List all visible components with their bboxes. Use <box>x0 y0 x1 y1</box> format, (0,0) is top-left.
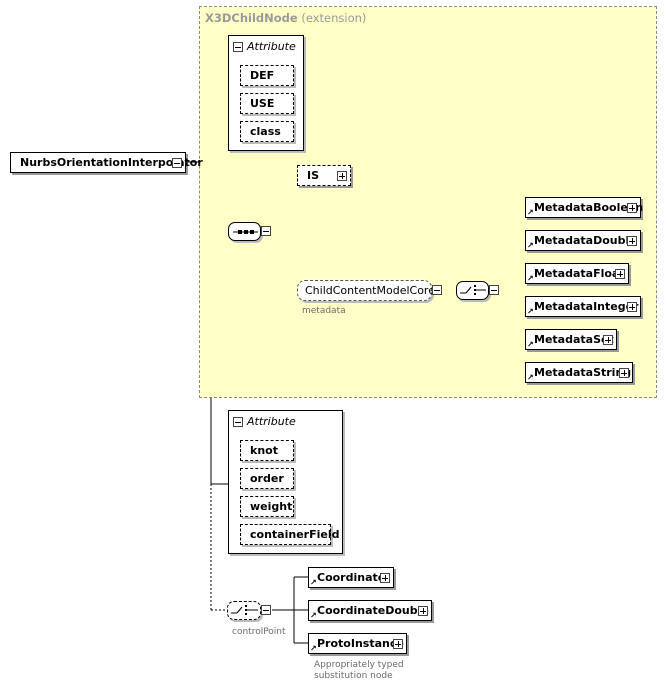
metadata-sublabel: metadata <box>302 306 346 316</box>
coordinate-element[interactable]: Coordinate ↗ <box>308 567 394 588</box>
attribute-group-header: Attribute <box>247 40 296 53</box>
element-label: MetadataString <box>534 366 632 379</box>
attribute-label: DEF <box>250 69 275 82</box>
attribute-class[interactable]: class <box>240 121 294 142</box>
choice-compositor <box>456 281 489 300</box>
attribute-label: USE <box>250 97 275 110</box>
extension-base-label: X3DChildNode <box>205 11 298 25</box>
element-label: ProtoInstance <box>317 637 404 650</box>
metadata-double-element[interactable]: MetadataDouble ↗ <box>525 230 641 251</box>
metadata-float-element[interactable]: MetadataFloat ↗ <box>525 263 629 284</box>
reference-arrow-icon: ↗ <box>527 208 534 217</box>
reference-arrow-icon: ↗ <box>527 241 534 250</box>
expand-icon[interactable] <box>603 335 613 345</box>
collapse-icon[interactable] <box>261 226 271 236</box>
expand-icon[interactable] <box>380 573 390 583</box>
element-label: MetadataInteger <box>534 300 639 313</box>
element-label: CoordinateDouble <box>317 604 429 617</box>
reference-arrow-icon: ↗ <box>310 644 317 653</box>
reference-arrow-icon: ↗ <box>527 340 534 349</box>
collapse-icon[interactable] <box>233 417 243 427</box>
extension-title: X3DChildNode (extension) <box>205 11 366 25</box>
reference-arrow-icon: ↗ <box>310 611 317 620</box>
expand-icon[interactable] <box>619 368 629 378</box>
attribute-group-header: Attribute <box>247 415 296 428</box>
collapse-icon[interactable] <box>489 285 499 295</box>
attribute-use[interactable]: USE <box>240 93 294 114</box>
is-element-label: IS <box>307 169 320 182</box>
proto-instance-element[interactable]: ProtoInstance ↗ <box>308 633 407 654</box>
collapse-icon[interactable] <box>432 285 442 295</box>
element-label: MetadataSet <box>534 333 614 346</box>
expand-icon[interactable] <box>418 606 428 616</box>
element-label: MetadataBoolean <box>534 201 644 214</box>
collapse-icon[interactable] <box>233 42 243 52</box>
expand-icon[interactable] <box>615 269 625 279</box>
sequence-icon <box>233 230 258 234</box>
control-point-label: controlPoint <box>232 627 286 637</box>
group-label: ChildContentModelCore <box>305 284 435 297</box>
element-label: Coordinate <box>317 571 386 584</box>
attribute-label: order <box>250 472 284 485</box>
attribute-label: weight <box>250 500 293 513</box>
root-element[interactable]: NurbsOrientationInterpolator <box>10 152 203 173</box>
attribute-label: containerField <box>250 528 340 541</box>
extension-kind-label: (extension) <box>301 11 367 25</box>
metadata-set-element[interactable]: MetadataSet ↗ <box>525 329 617 350</box>
reference-arrow-icon: ↗ <box>310 578 317 587</box>
coordinate-double-element[interactable]: CoordinateDouble ↗ <box>308 600 432 621</box>
reference-arrow-icon: ↗ <box>527 373 534 382</box>
metadata-boolean-element[interactable]: MetadataBoolean ↗ <box>525 197 644 218</box>
control-point-choice <box>227 601 261 620</box>
attribute-weight[interactable]: weight <box>240 496 294 517</box>
expand-icon[interactable] <box>393 639 403 649</box>
collapse-icon[interactable] <box>172 158 182 168</box>
sequence-compositor <box>228 222 261 241</box>
attribute-label: class <box>250 125 281 138</box>
substitution-note: Appropriately typed substitution node <box>314 660 404 681</box>
attribute-knot[interactable]: knot <box>240 440 294 461</box>
attribute-label: knot <box>250 444 278 457</box>
attribute-order[interactable]: order <box>240 468 294 489</box>
expand-icon[interactable] <box>337 171 347 181</box>
attribute-containerfield[interactable]: containerField <box>240 524 339 545</box>
expand-icon[interactable] <box>627 236 637 246</box>
metadata-integer-element[interactable]: MetadataInteger ↗ <box>525 296 641 317</box>
attribute-def[interactable]: DEF <box>240 65 294 86</box>
collapse-icon[interactable] <box>261 605 271 615</box>
is-element[interactable]: IS <box>297 165 351 186</box>
reference-arrow-icon: ↗ <box>527 274 534 283</box>
element-label: MetadataDouble <box>534 234 637 247</box>
expand-icon[interactable] <box>627 203 637 213</box>
expand-icon[interactable] <box>627 302 637 312</box>
element-label: MetadataFloat <box>534 267 625 280</box>
reference-arrow-icon: ↗ <box>527 307 534 316</box>
metadata-string-element[interactable]: MetadataString ↗ <box>525 362 633 383</box>
choice-icon <box>460 285 486 295</box>
choice-icon <box>231 605 258 615</box>
child-content-model-core-group[interactable]: ChildContentModelCore <box>297 280 435 301</box>
root-element-label: NurbsOrientationInterpolator <box>20 156 203 169</box>
